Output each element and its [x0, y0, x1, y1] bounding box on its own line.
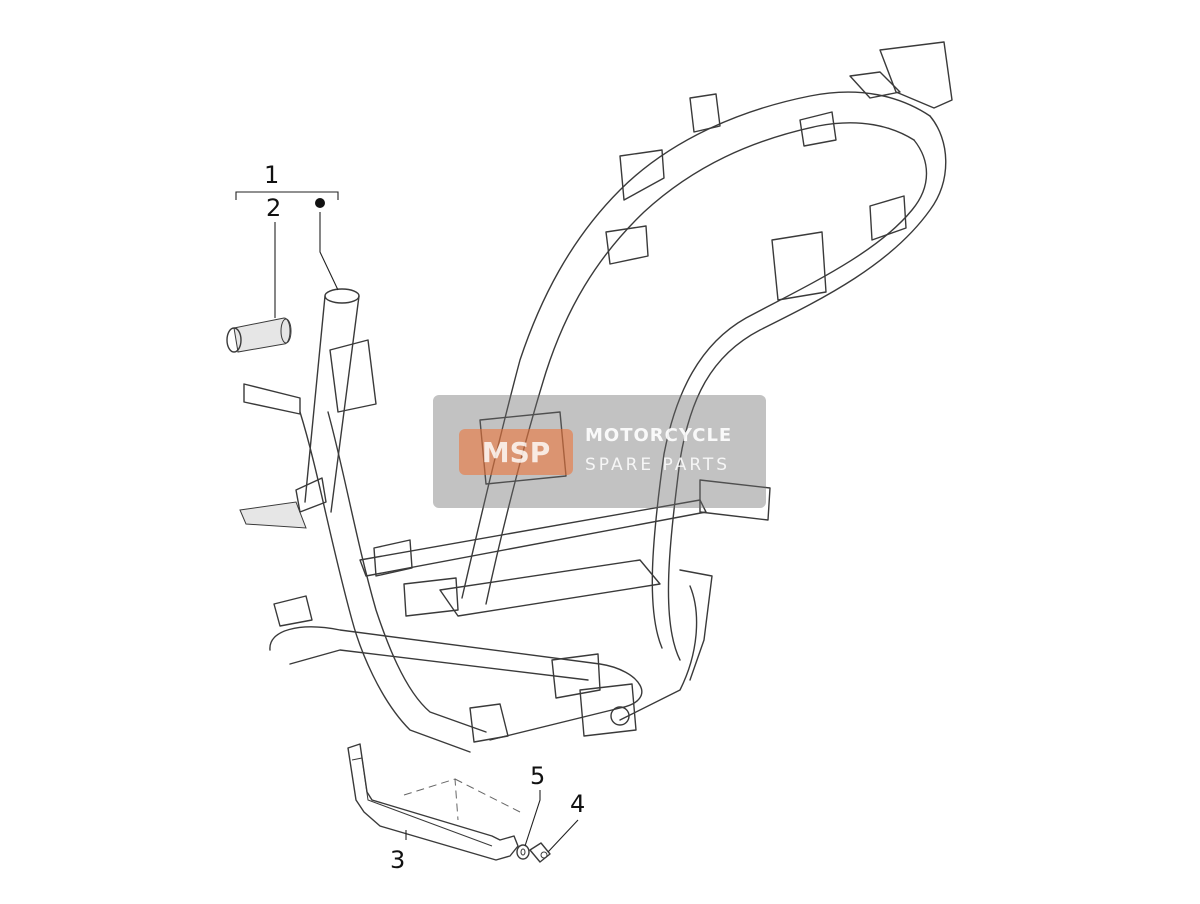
watermark: MSP MOTORCYCLE SPARE PARTS: [433, 395, 766, 508]
callout-5: 5: [530, 762, 545, 790]
callout-4: 4: [570, 790, 585, 818]
watermark-subtitle: SPARE PARTS: [585, 455, 731, 475]
part-bushing-2: [226, 317, 292, 353]
msp-logo-text: MSP: [482, 436, 551, 469]
msp-logo-badge: [459, 429, 573, 475]
callout-3: 3: [390, 846, 405, 874]
part-washer-5: [516, 844, 530, 860]
callout-1: 1: [264, 161, 279, 189]
part-bracket-3: [347, 743, 521, 861]
callout-leaders: [235, 191, 579, 853]
part-bolt-4: [529, 842, 551, 863]
callout-2: 2: [266, 194, 281, 222]
watermark-title: MOTORCYCLE: [585, 425, 733, 446]
part-steering-head-1: [239, 288, 377, 529]
msp-logo-icon: MSP: [459, 429, 573, 475]
callout-dot-marker: [315, 198, 325, 208]
